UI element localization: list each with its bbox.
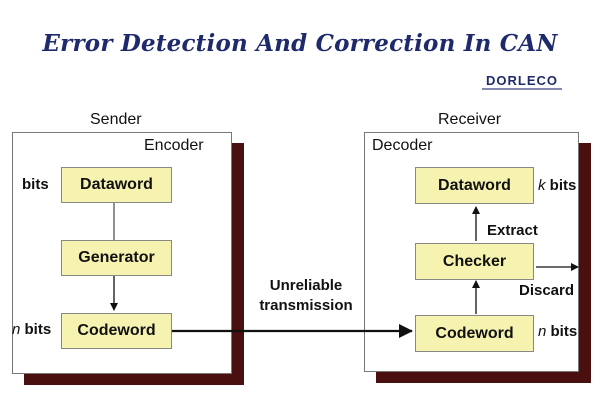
sender-n-bits-text: bits [20, 321, 52, 338]
brand-logo: DORLECO [482, 73, 562, 95]
receiver-dataword-box: Dataword [415, 167, 534, 204]
receiver-dataword-label: Dataword [438, 176, 511, 194]
sender-n-variable: n [12, 321, 21, 338]
discard-label: Discard [519, 282, 575, 299]
receiver-label: Receiver [438, 111, 502, 128]
decoder-label: Decoder [372, 137, 433, 154]
receiver-k-variable: k [538, 177, 546, 194]
sender-codeword-label: Codeword [77, 322, 156, 339]
checker-label: Checker [442, 252, 507, 270]
logo-text: DORLECO [486, 73, 558, 88]
receiver-k-bits-text: bits [545, 177, 577, 194]
sender-bits-label: bits [22, 176, 49, 193]
extract-label: Extract [487, 222, 538, 239]
page-title: Error Detection And Correction In CAN [42, 30, 558, 57]
logo-underline [482, 88, 562, 90]
receiver-n-bits-text: bits [546, 323, 578, 340]
receiver-codeword-box: Codeword [415, 315, 534, 352]
generator-box: Generator [61, 240, 172, 276]
channel-line-1: Unreliable [269, 277, 343, 294]
sender-n-bits-label: n bits [12, 321, 51, 338]
receiver-n-bits-label: n bits [538, 323, 577, 340]
channel-line-2: transmission [259, 297, 353, 314]
checker-box: Checker [415, 243, 534, 280]
sender-codeword-box: Codeword [61, 313, 172, 349]
sender-dataword-label: Dataword [80, 176, 153, 193]
sender-label: Sender [90, 111, 142, 128]
encoder-label: Encoder [144, 137, 204, 154]
receiver-codeword-label: Codeword [435, 324, 514, 342]
receiver-n-variable: n [538, 323, 547, 340]
generator-label: Generator [78, 249, 155, 266]
channel-label: Unreliable transmission [246, 276, 366, 316]
sender-dataword-box: Dataword [61, 167, 172, 203]
receiver-k-bits-label: k bits [538, 177, 576, 194]
